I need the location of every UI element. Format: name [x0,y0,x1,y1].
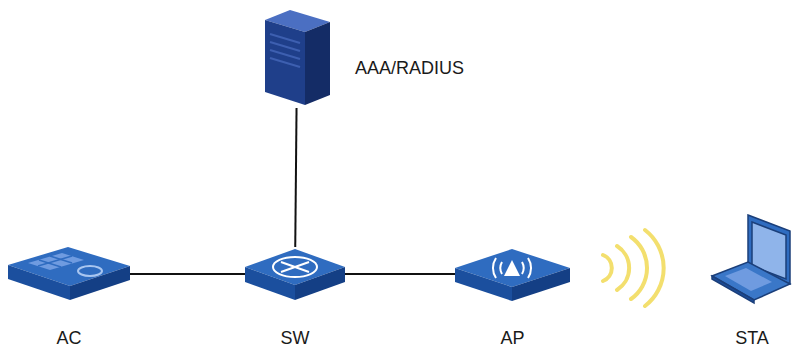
ap-node: AP [455,247,570,301]
laptop-icon [712,215,790,303]
ac-icon [8,247,130,300]
ac-node: AC [8,246,130,302]
server-node: AAA/RADIUS [262,8,332,108]
server-icon [265,10,330,105]
wireless-waves [603,230,664,306]
switch-node: SW [245,247,345,301]
link-line [345,273,455,275]
device-label: AC [56,328,81,349]
device-label: AP [500,328,524,349]
switch-icon [245,249,345,300]
device-label: STA [735,328,769,349]
link-line [130,273,245,275]
ap-icon [455,249,570,301]
device-label: AAA/RADIUS [355,58,464,79]
device-label: SW [281,328,310,349]
link-line [295,108,296,247]
station-node: STA [712,213,792,302]
